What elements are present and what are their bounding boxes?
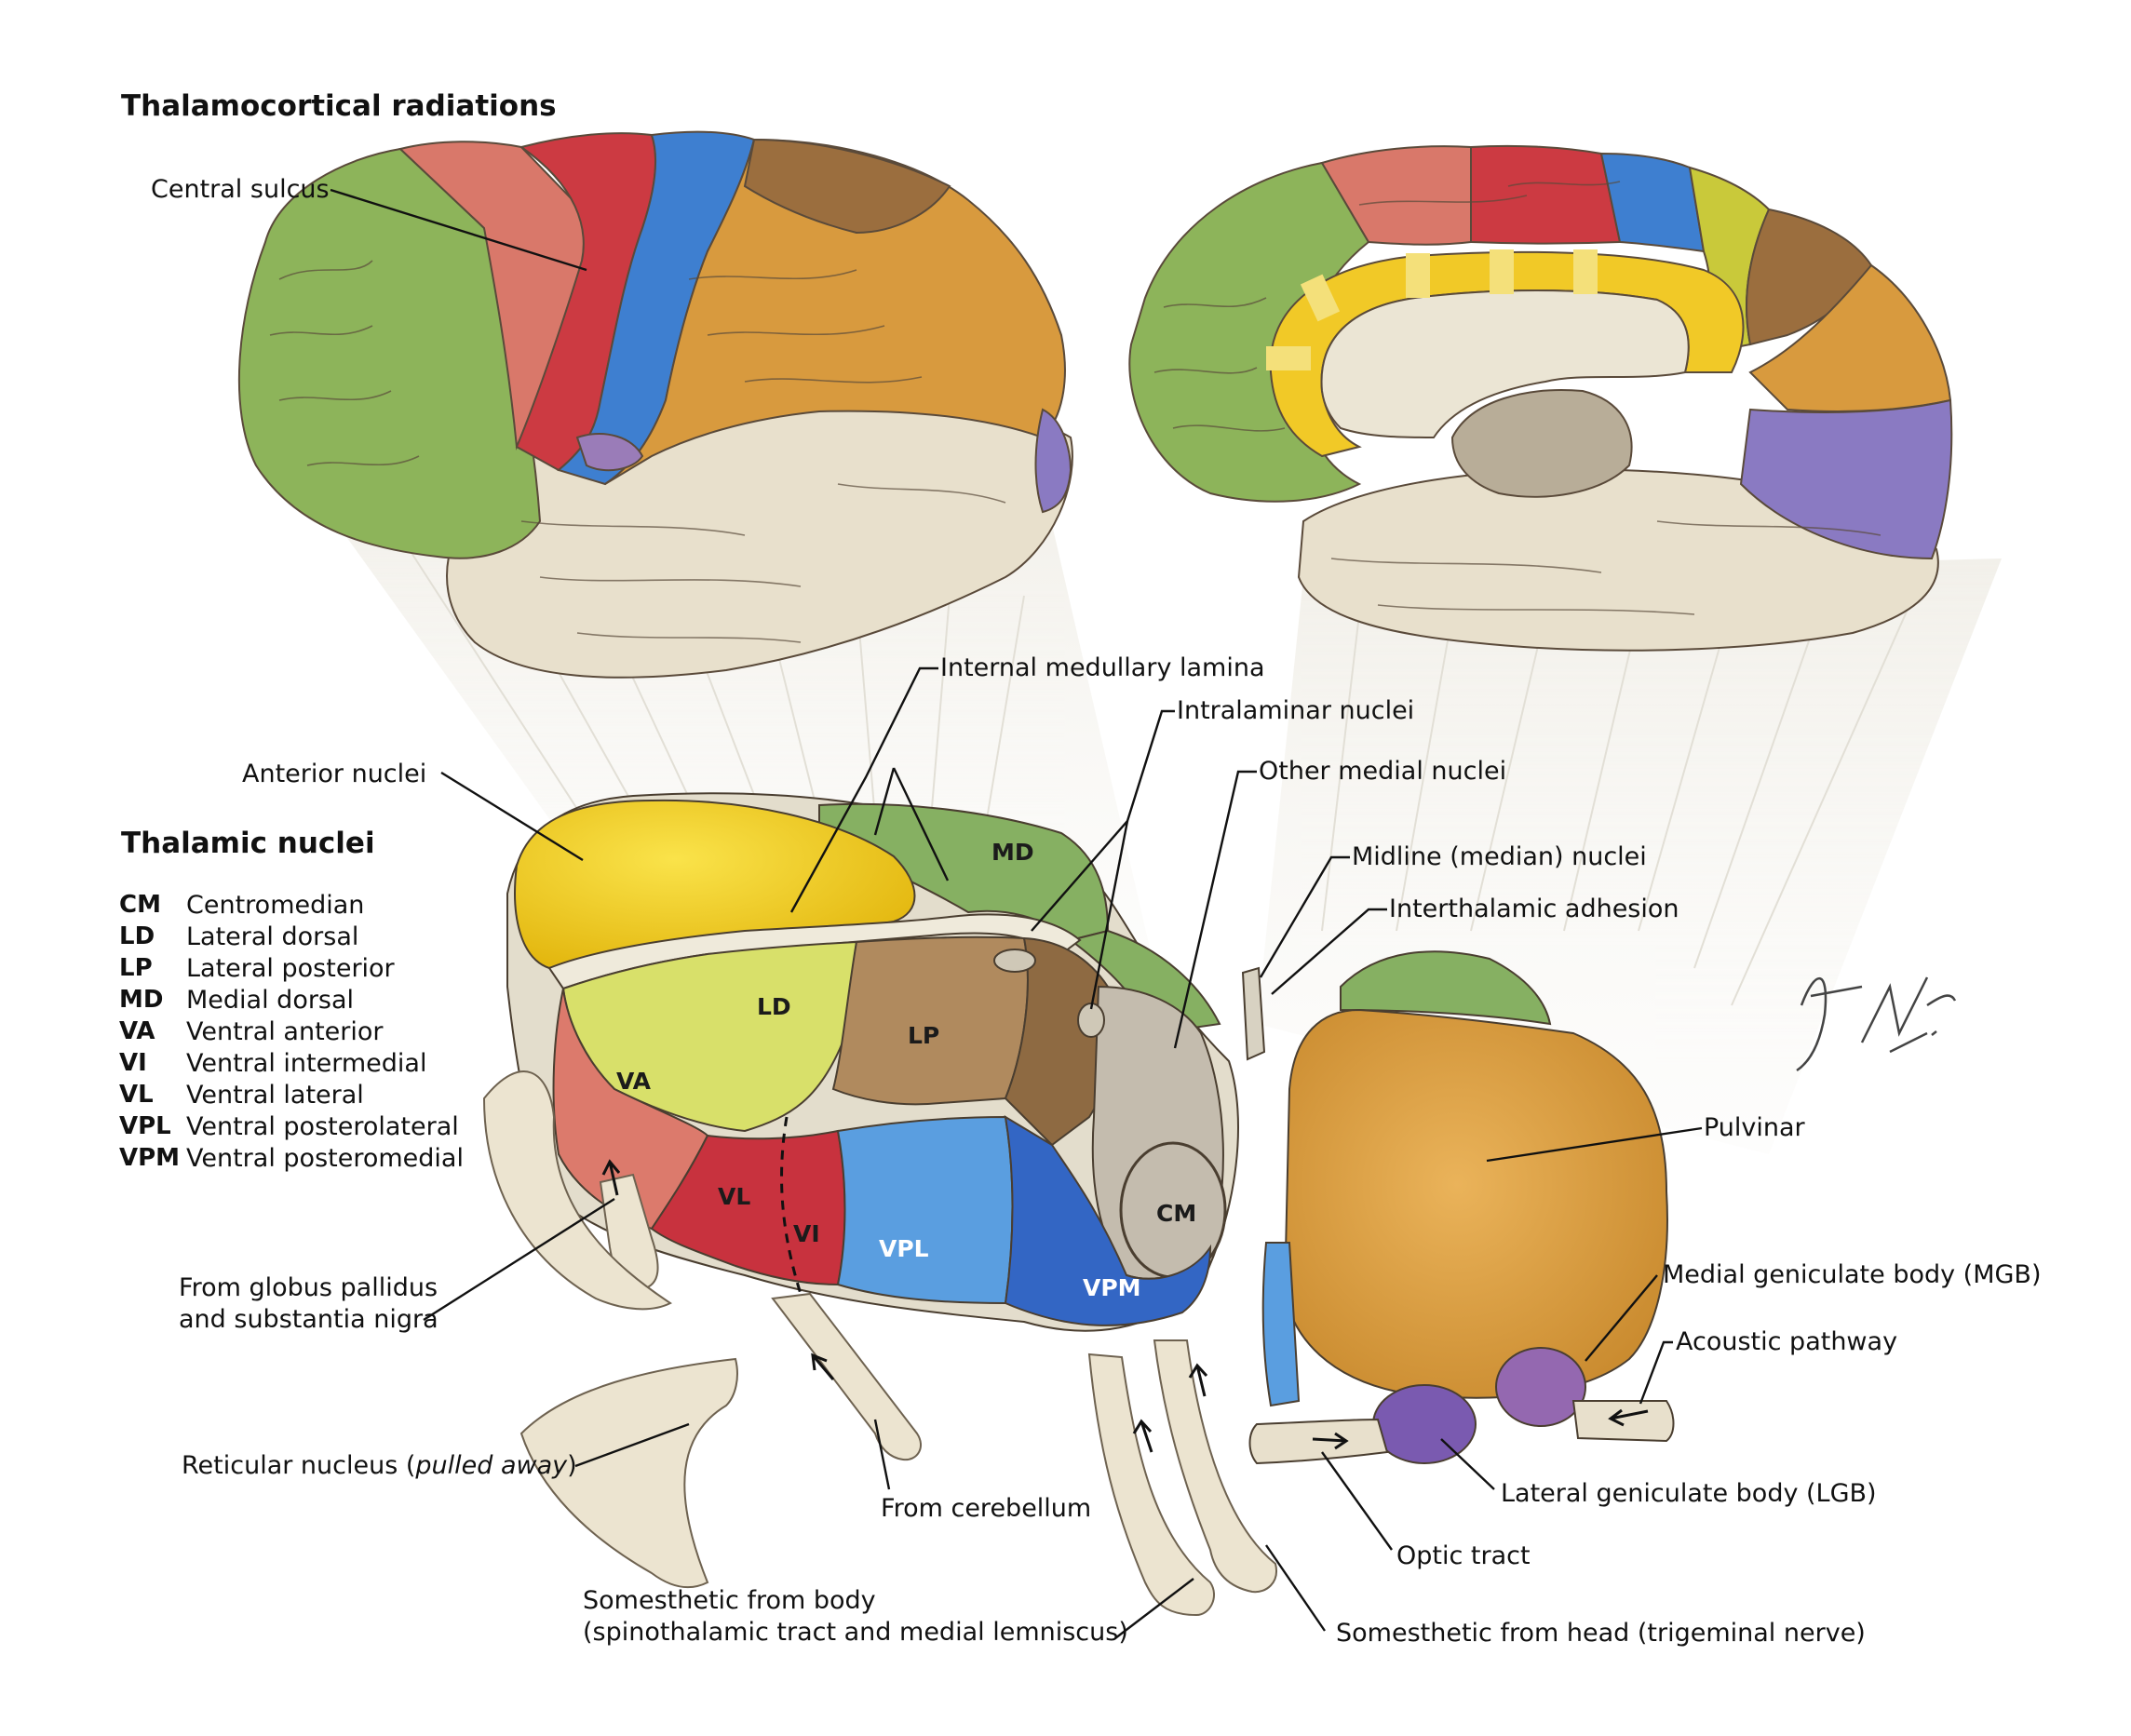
medial-gyri [1153, 181, 1881, 615]
region-md: MD [991, 839, 1034, 866]
vpl-region [836, 1115, 1014, 1305]
label-interthalamic-adhesion: Interthalamic adhesion [1389, 895, 1679, 923]
medial-brain [1128, 144, 1953, 652]
md-lower-region [1068, 929, 1221, 1035]
vi-boundary [780, 1116, 802, 1295]
cerebellum-tract [771, 1292, 922, 1461]
occipital-region [1034, 408, 1072, 514]
legend-abbr: VPL [119, 1112, 171, 1140]
region-vpm: VPM [1083, 1274, 1141, 1301]
label-optic-tract: Optic tract [1396, 1541, 1531, 1570]
thalamus-body [506, 792, 1266, 1332]
label-lateral-geniculate-body: Lateral geniculate body (LGB) [1501, 1479, 1877, 1508]
label-globus-line2: and substantia nigra [179, 1305, 438, 1334]
reticular-nucleus-top [482, 1070, 672, 1311]
label-globus-line1: From globus pallidus [179, 1273, 438, 1302]
label-soma-body-line1: Somesthetic from body [583, 1586, 876, 1615]
region-va: VA [616, 1068, 652, 1095]
medial-occipital [1739, 398, 1953, 560]
medial-motor [1470, 144, 1622, 245]
label-medial-geniculate-body: Medial geniculate body (MGB) [1663, 1260, 2042, 1289]
parietal-brown-region [743, 138, 951, 235]
label-acoustic-pathway: Acoustic pathway [1676, 1327, 1898, 1356]
legend-name: Ventral intermedial [186, 1049, 427, 1078]
radiation-dashes [1266, 249, 1598, 370]
label-somesthetic-head: Somesthetic from head (trigeminal nerve) [1336, 1619, 1866, 1648]
label-pulvinar: Pulvinar [1704, 1113, 1805, 1142]
label-reticular-nucleus: Reticular nucleus (pulled away) [182, 1450, 577, 1482]
leader-lines [330, 188, 1703, 1639]
legend-abbr: VI [119, 1049, 147, 1077]
medial-geniculate-body [1495, 1347, 1586, 1427]
vl-region [650, 1129, 846, 1286]
legend-name: Medial dorsal [186, 986, 355, 1015]
soma-head-tract [1153, 1339, 1277, 1594]
lateral-geniculate-body [1372, 1384, 1477, 1464]
insula-patch [575, 433, 644, 472]
heading-thalamocortical-radiations: Thalamocortical radiations [121, 89, 557, 123]
pulvinar-blue-edge [1261, 1242, 1301, 1407]
thalamus-medial-view [1450, 389, 1633, 498]
reticular-nucleus-bottom [519, 1357, 738, 1589]
label-internal-medullary-lamina: Internal medullary lamina [940, 653, 1265, 682]
heading-thalamic-nuclei: Thalamic nuclei [121, 827, 375, 860]
vpm-region [1004, 1115, 1212, 1326]
region-labels: MD LD LP VA VL VI VPL VPM CM [616, 839, 1196, 1301]
lateral-gyri [269, 260, 1006, 643]
label-reticular-post: ) [567, 1451, 577, 1480]
frontal-lobe [237, 147, 542, 559]
legend-name: Centromedian [186, 891, 365, 920]
region-vl: VL [718, 1183, 750, 1210]
pulvinar [1283, 1008, 1668, 1399]
label-anterior-nuclei: Anterior nuclei [242, 760, 427, 788]
label-intralaminar-nuclei: Intralaminar nuclei [1177, 696, 1415, 725]
label-from-cerebellum: From cerebellum [881, 1494, 1092, 1523]
legend-abbr: LD [119, 922, 155, 950]
legend-name: Ventral posteromedial [186, 1144, 464, 1173]
region-lp: LP [908, 1022, 939, 1049]
legend-name: Ventral anterior [186, 1017, 384, 1046]
label-somesthetic-body: Somesthetic from body (spinothalamic tra… [583, 1585, 1128, 1649]
region-vi: VI [793, 1220, 820, 1247]
acoustic-tract [1571, 1400, 1675, 1443]
legend-name: Lateral dorsal [186, 922, 359, 951]
pulvinar-group [1248, 950, 1675, 1465]
midline-plate [1241, 966, 1266, 1061]
soma-body-tract [1087, 1352, 1215, 1617]
parietal-region [604, 138, 1066, 485]
region-cm: CM [1156, 1200, 1196, 1227]
label-soma-body-line2: (spinothalamic tract and medial lemniscu… [583, 1618, 1128, 1647]
legend-abbr: CM [119, 891, 161, 919]
label-globus-pallidus: From globus pallidus and substantia nigr… [179, 1272, 438, 1336]
label-central-sulcus: Central sulcus [151, 175, 330, 204]
optic-tract-shape [1248, 1418, 1389, 1465]
legend-name: Lateral posterior [186, 954, 395, 983]
label-reticular-italic: pulled away [415, 1451, 568, 1480]
pulvinar-green [1340, 950, 1552, 1026]
legend-abbr: MD [119, 986, 164, 1014]
legend-abbr: LP [119, 954, 153, 982]
legend-name: Ventral lateral [186, 1081, 364, 1110]
netter-signature [1796, 976, 1957, 1072]
region-vpl: VPL [879, 1235, 929, 1262]
label-midline-nuclei: Midline (median) nuclei [1352, 842, 1647, 871]
legend-abbr: VL [119, 1081, 154, 1109]
legend-name: Ventral posterolateral [186, 1112, 459, 1141]
legend-abbr: VA [119, 1017, 155, 1045]
label-other-medial-nuclei: Other medial nuclei [1259, 757, 1507, 786]
intralaminar-dot-1 [993, 949, 1036, 973]
lateral-brain [237, 130, 1073, 679]
region-ld: LD [757, 993, 791, 1020]
fiber-tracts [482, 1070, 1277, 1617]
label-reticular-pre: Reticular nucleus ( [182, 1451, 416, 1480]
pathway-arrows [601, 1159, 1649, 1453]
legend-abbr: VPM [119, 1144, 181, 1172]
